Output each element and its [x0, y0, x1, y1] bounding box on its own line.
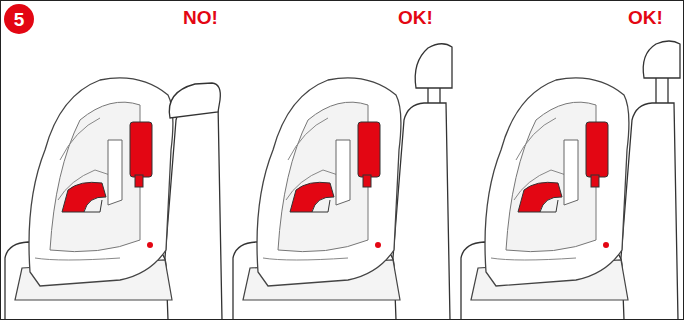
step-number: 5 — [4, 4, 34, 34]
headrest-raised — [415, 44, 452, 103]
headrest-low — [169, 83, 220, 118]
verdict-label: OK! — [628, 8, 663, 29]
verdict-label: OK! — [398, 8, 433, 29]
verdict-label: NO! — [183, 8, 218, 29]
seat-illustration — [233, 78, 450, 320]
seat-illustration — [5, 78, 222, 320]
headrest-raised — [643, 41, 680, 103]
step-number-text: 5 — [14, 10, 25, 29]
seat-illustration — [461, 78, 678, 320]
